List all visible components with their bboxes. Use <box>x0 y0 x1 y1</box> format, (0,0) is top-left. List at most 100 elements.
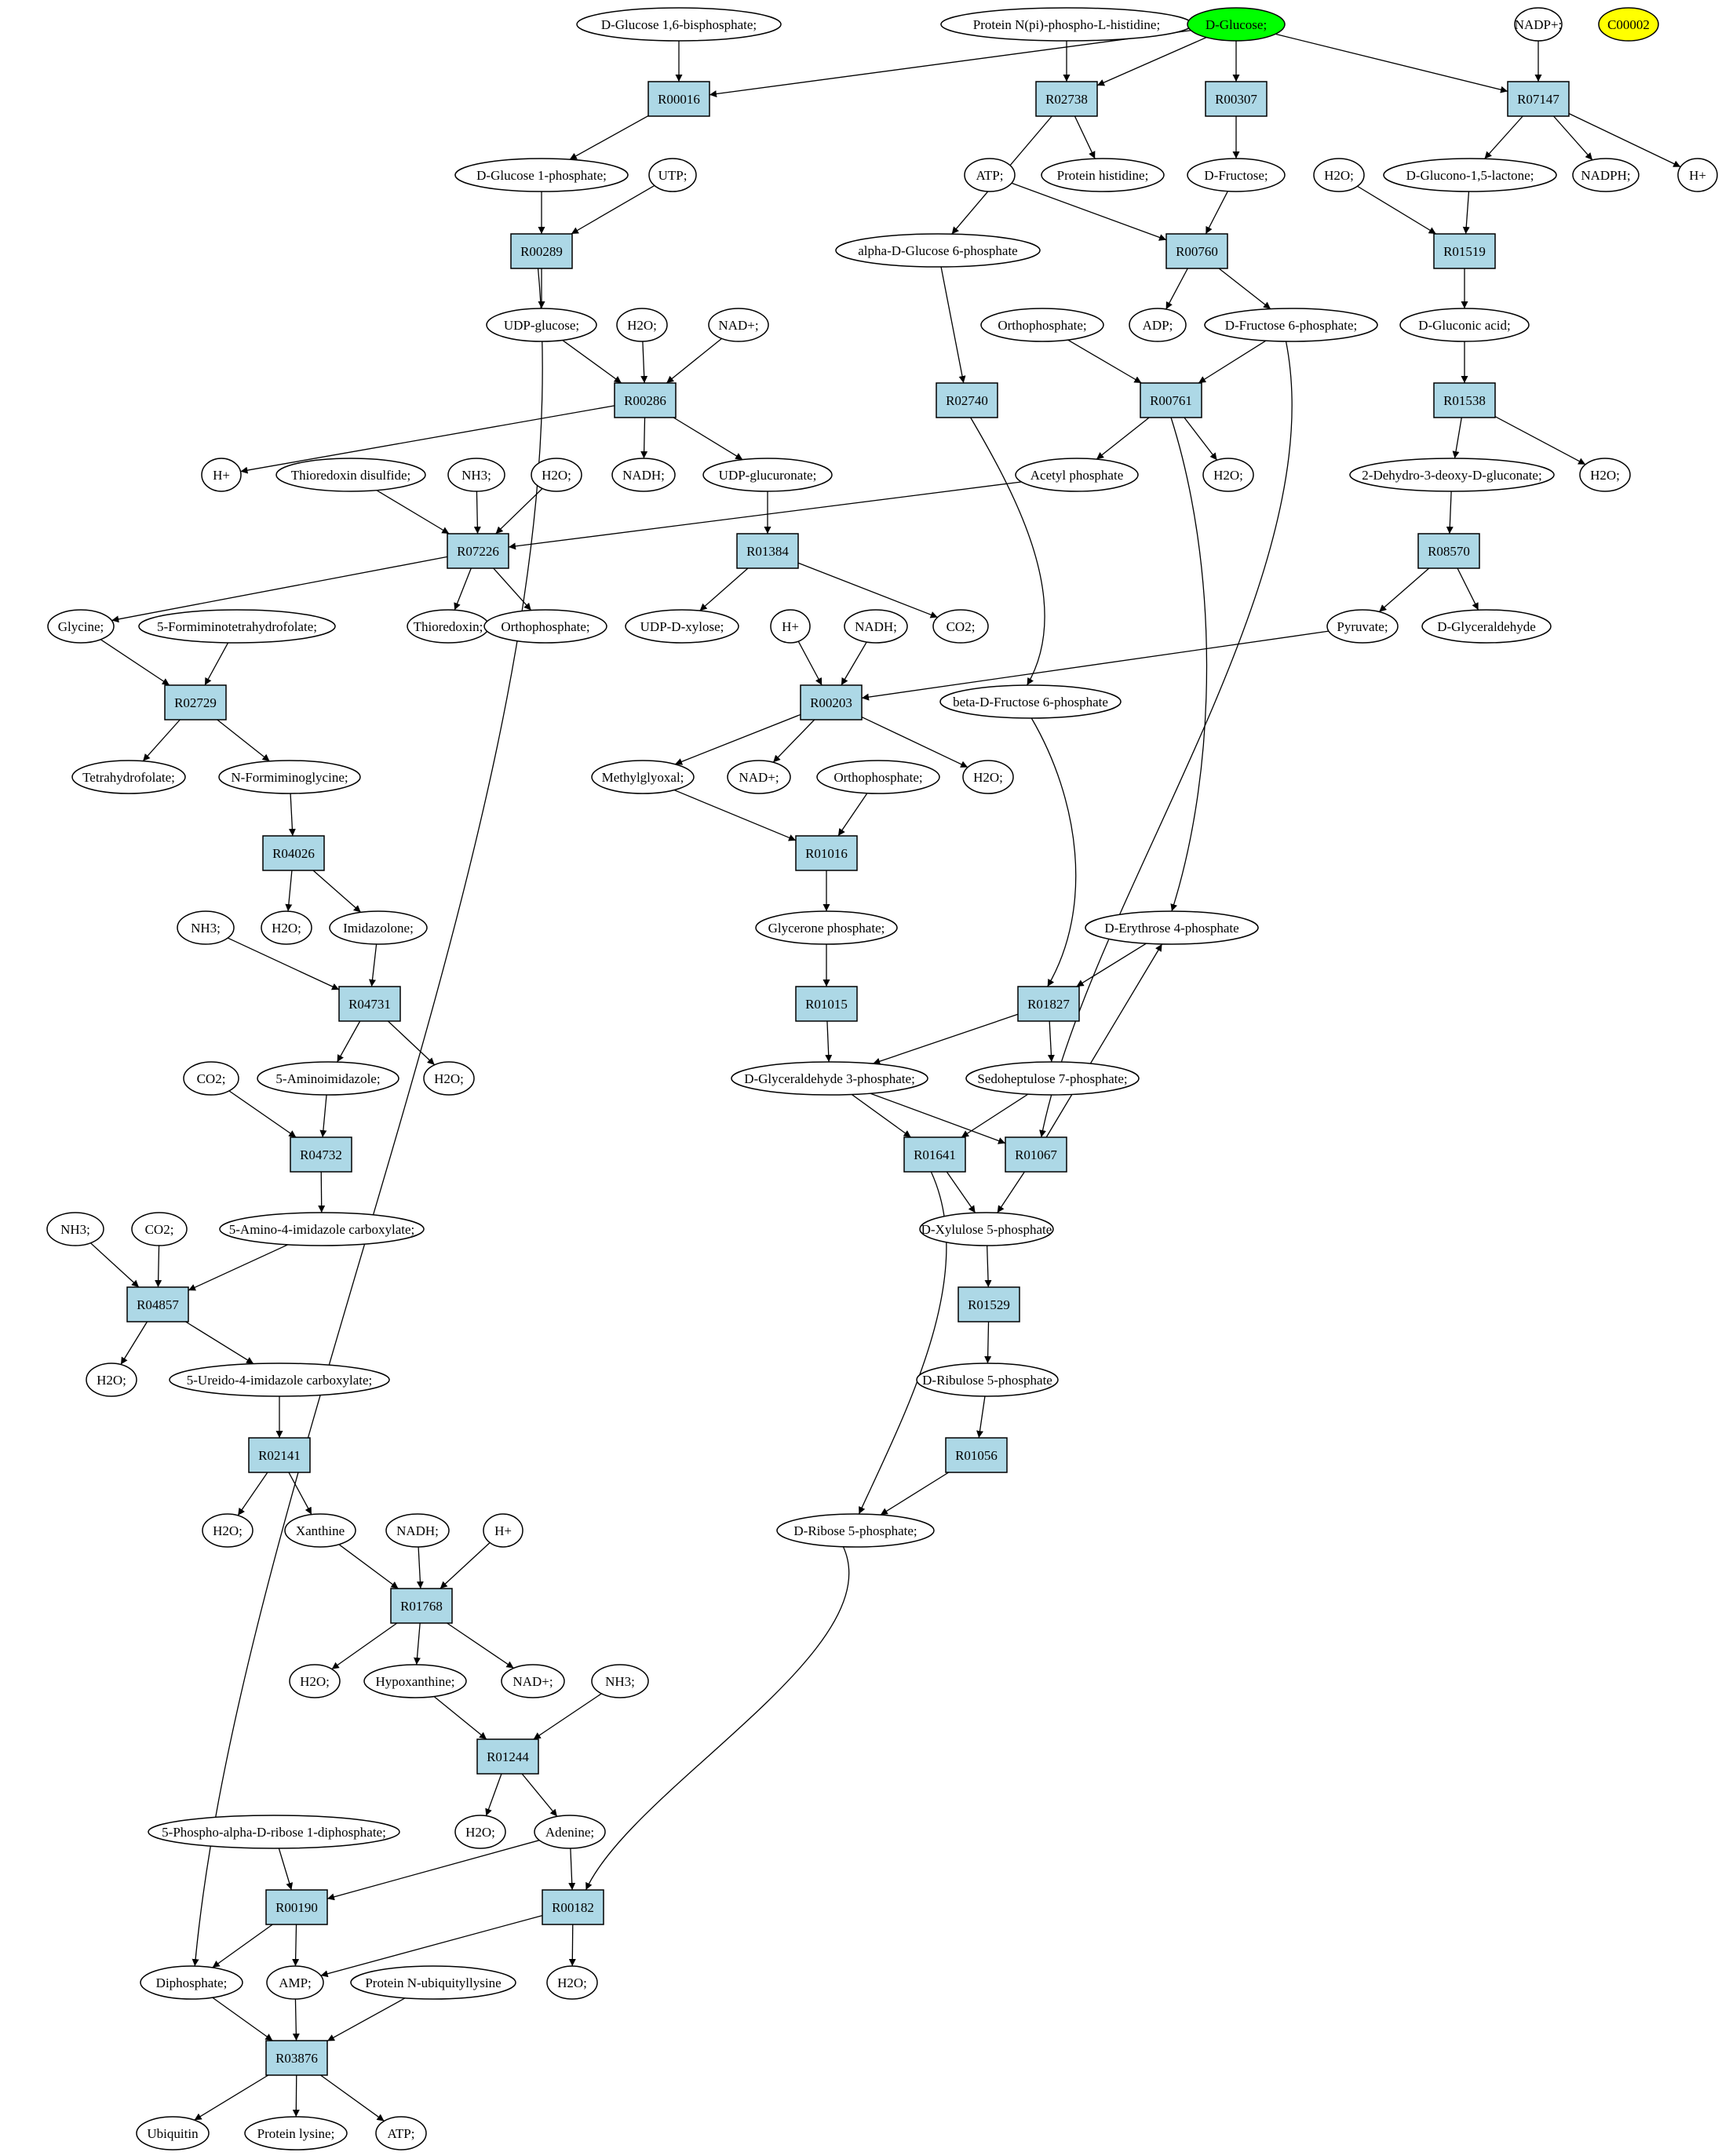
compound-r5p[interactable]: D-Ribose 5-phosphate; <box>776 1513 935 1548</box>
reaction-R01519[interactable]: R01519 <box>1433 233 1496 269</box>
compound-nadp[interactable]: NADP+; <box>1514 7 1563 42</box>
compound-co2_c[interactable]: CO2; <box>131 1212 188 1246</box>
compound-nadh_b[interactable]: NADH; <box>844 609 908 644</box>
reaction-R01244[interactable]: R01244 <box>476 1738 539 1775</box>
compound-glyceronep[interactable]: Glycerone phosphate; <box>755 910 898 945</box>
compound-trxss[interactable]: Thioredoxin disulfide; <box>275 458 426 492</box>
compound-ortho_b[interactable]: Orthophosphate; <box>483 609 607 644</box>
compound-atp1[interactable]: ATP; <box>964 158 1016 192</box>
compound-hypoxanthine[interactable]: Hypoxanthine; <box>363 1664 467 1698</box>
reaction-R04857[interactable]: R04857 <box>126 1286 189 1322</box>
compound-e4p[interactable]: D-Erythrose 4-phosphate <box>1085 910 1259 945</box>
compound-nh3_b[interactable]: NH3; <box>177 910 235 945</box>
compound-glycine[interactable]: Glycine; <box>47 609 115 644</box>
compound-h2o_j[interactable]: H2O; <box>202 1513 254 1548</box>
compound-h2o_a[interactable]: H2O; <box>1313 158 1365 192</box>
compound-x5p[interactable]: D-Xylulose 5-phosphate <box>919 1212 1054 1246</box>
compound-protubi[interactable]: Protein N-ubiquityllysine <box>350 1965 516 2000</box>
reaction-R00016[interactable]: R00016 <box>647 81 710 117</box>
reaction-R01538[interactable]: R01538 <box>1433 382 1496 418</box>
compound-imidazolone[interactable]: Imidazolone; <box>329 910 428 945</box>
reaction-R04732[interactable]: R04732 <box>290 1136 352 1173</box>
reaction-R02729[interactable]: R02729 <box>164 684 227 720</box>
reaction-R03876[interactable]: R03876 <box>265 2040 328 2076</box>
reaction-R00761[interactable]: R00761 <box>1140 382 1202 418</box>
reaction-R00760[interactable]: R00760 <box>1165 233 1228 269</box>
reaction-R01016[interactable]: R01016 <box>795 835 858 871</box>
reaction-R00190[interactable]: R00190 <box>265 1889 328 1925</box>
compound-trx[interactable]: Thioredoxin; <box>407 609 490 644</box>
compound-nh3_a[interactable]: NH3; <box>447 458 505 492</box>
reaction-R00182[interactable]: R00182 <box>542 1889 604 1925</box>
compound-ag6p[interactable]: alpha-D-Glucose 6-phosphate <box>835 233 1041 268</box>
compound-h2o_b[interactable]: H2O; <box>616 308 668 342</box>
reaction-R02141[interactable]: R02141 <box>248 1437 311 1473</box>
compound-utp[interactable]: UTP; <box>648 158 697 192</box>
compound-ubiquitin[interactable]: Ubiquitin <box>136 2116 210 2151</box>
reaction-R01827[interactable]: R01827 <box>1017 986 1080 1022</box>
reaction-R01056[interactable]: R01056 <box>945 1437 1008 1473</box>
compound-nad_c[interactable]: NAD+; <box>501 1664 565 1698</box>
compound-pyruvate[interactable]: Pyruvate; <box>1326 609 1399 644</box>
compound-h2o_f[interactable]: H2O; <box>962 760 1014 794</box>
reaction-R02738[interactable]: R02738 <box>1035 81 1098 117</box>
reaction-R01384[interactable]: R01384 <box>736 533 799 569</box>
compound-bf6p[interactable]: beta-D-Fructose 6-phosphate <box>939 684 1122 719</box>
compound-fructose[interactable]: D-Fructose; <box>1187 158 1286 192</box>
compound-h2o_e[interactable]: H2O; <box>1579 458 1631 492</box>
compound-h2o_m[interactable]: H2O; <box>546 1965 598 2000</box>
compound-acetylp[interactable]: Acetyl phosphate <box>1015 458 1139 492</box>
reaction-R08570[interactable]: R08570 <box>1417 533 1480 569</box>
compound-h2o_l[interactable]: H2O; <box>454 1815 506 1849</box>
compound-ru5p[interactable]: D-Ribulose 5-phosphate <box>916 1363 1059 1397</box>
compound-nh3_c[interactable]: NH3; <box>46 1212 104 1246</box>
compound-gluconic[interactable]: D-Gluconic acid; <box>1399 308 1530 342</box>
compound-hplus_d[interactable]: H+ <box>483 1513 523 1548</box>
compound-hplus_a[interactable]: H+ <box>1677 158 1718 192</box>
compound-nad_b[interactable]: NAD+; <box>727 760 791 794</box>
compound-aminoimid[interactable]: 5-Aminoimidazole; <box>257 1061 399 1096</box>
compound-prpp[interactable]: 5-Phospho-alpha-D-ribose 1-diphosphate; <box>148 1815 400 1849</box>
compound-gap[interactable]: D-Glyceraldehyde 3-phosphate; <box>731 1061 928 1096</box>
compound-nh3_d[interactable]: NH3; <box>591 1664 649 1698</box>
reaction-R01067[interactable]: R01067 <box>1005 1136 1067 1173</box>
compound-g1p[interactable]: D-Glucose 1-phosphate; <box>454 158 629 192</box>
compound-nadh_a[interactable]: NADH; <box>611 458 676 492</box>
compound-kdg[interactable]: 2-Dehydro-3-deoxy-D-gluconate; <box>1349 458 1555 492</box>
reaction-R00307[interactable]: R00307 <box>1205 81 1268 117</box>
compound-ortho_c[interactable]: Orthophosphate; <box>816 760 940 794</box>
compound-h2o_h[interactable]: H2O; <box>423 1061 475 1096</box>
compound-s7p[interactable]: Sedoheptulose 7-phosphate; <box>965 1061 1140 1096</box>
compound-g16bp[interactable]: D-Glucose 1,6-bisphosphate; <box>576 7 782 42</box>
reaction-R07147[interactable]: R07147 <box>1507 81 1570 117</box>
compound-adenine[interactable]: Adenine; <box>534 1815 606 1849</box>
compound-h2o_k[interactable]: H2O; <box>289 1664 341 1698</box>
compound-h2o_c[interactable]: H2O; <box>531 458 582 492</box>
compound-aica[interactable]: 5-Amino-4-imidazole carboxylate; <box>219 1212 425 1246</box>
reaction-R01768[interactable]: R01768 <box>390 1588 453 1624</box>
compound-nadph[interactable]: NADPH; <box>1572 158 1640 192</box>
compound-protlys[interactable]: Protein lysine; <box>244 2116 348 2151</box>
reaction-R02740[interactable]: R02740 <box>936 382 998 418</box>
compound-diphosphate[interactable]: Diphosphate; <box>140 1965 243 2000</box>
compound-co2_b[interactable]: CO2; <box>183 1061 239 1096</box>
compound-amp[interactable]: AMP; <box>266 1965 324 2000</box>
compound-methylglyoxal[interactable]: Methylglyoxal; <box>591 760 695 794</box>
compound-h2o_i[interactable]: H2O; <box>86 1363 137 1397</box>
compound-udpg[interactable]: UDP-glucose; <box>486 308 597 342</box>
reaction-R04026[interactable]: R04026 <box>262 835 325 871</box>
reaction-R01529[interactable]: R01529 <box>958 1286 1020 1322</box>
compound-udpglcua[interactable]: UDP-glucuronate; <box>702 458 833 492</box>
reaction-R04731[interactable]: R04731 <box>338 986 401 1022</box>
compound-atp2[interactable]: ATP; <box>375 2116 427 2151</box>
reaction-R01015[interactable]: R01015 <box>795 986 858 1022</box>
compound-f6p[interactable]: D-Fructose 6-phosphate; <box>1204 308 1378 342</box>
compound-adp[interactable]: ADP; <box>1129 308 1187 342</box>
compound-thf[interactable]: Tetrahydrofolate; <box>71 760 186 794</box>
compound-co2_a[interactable]: CO2; <box>932 609 989 644</box>
compound-prothis[interactable]: Protein histidine; <box>1041 158 1165 192</box>
compound-fthf[interactable]: 5-Formiminotetrahydrofolate; <box>138 609 336 644</box>
compound-hplus_b[interactable]: H+ <box>201 458 242 492</box>
compound-protnpi[interactable]: Protein N(pi)-phospho-L-histidine; <box>940 7 1193 42</box>
compound-xanthine[interactable]: Xanthine <box>284 1513 356 1548</box>
